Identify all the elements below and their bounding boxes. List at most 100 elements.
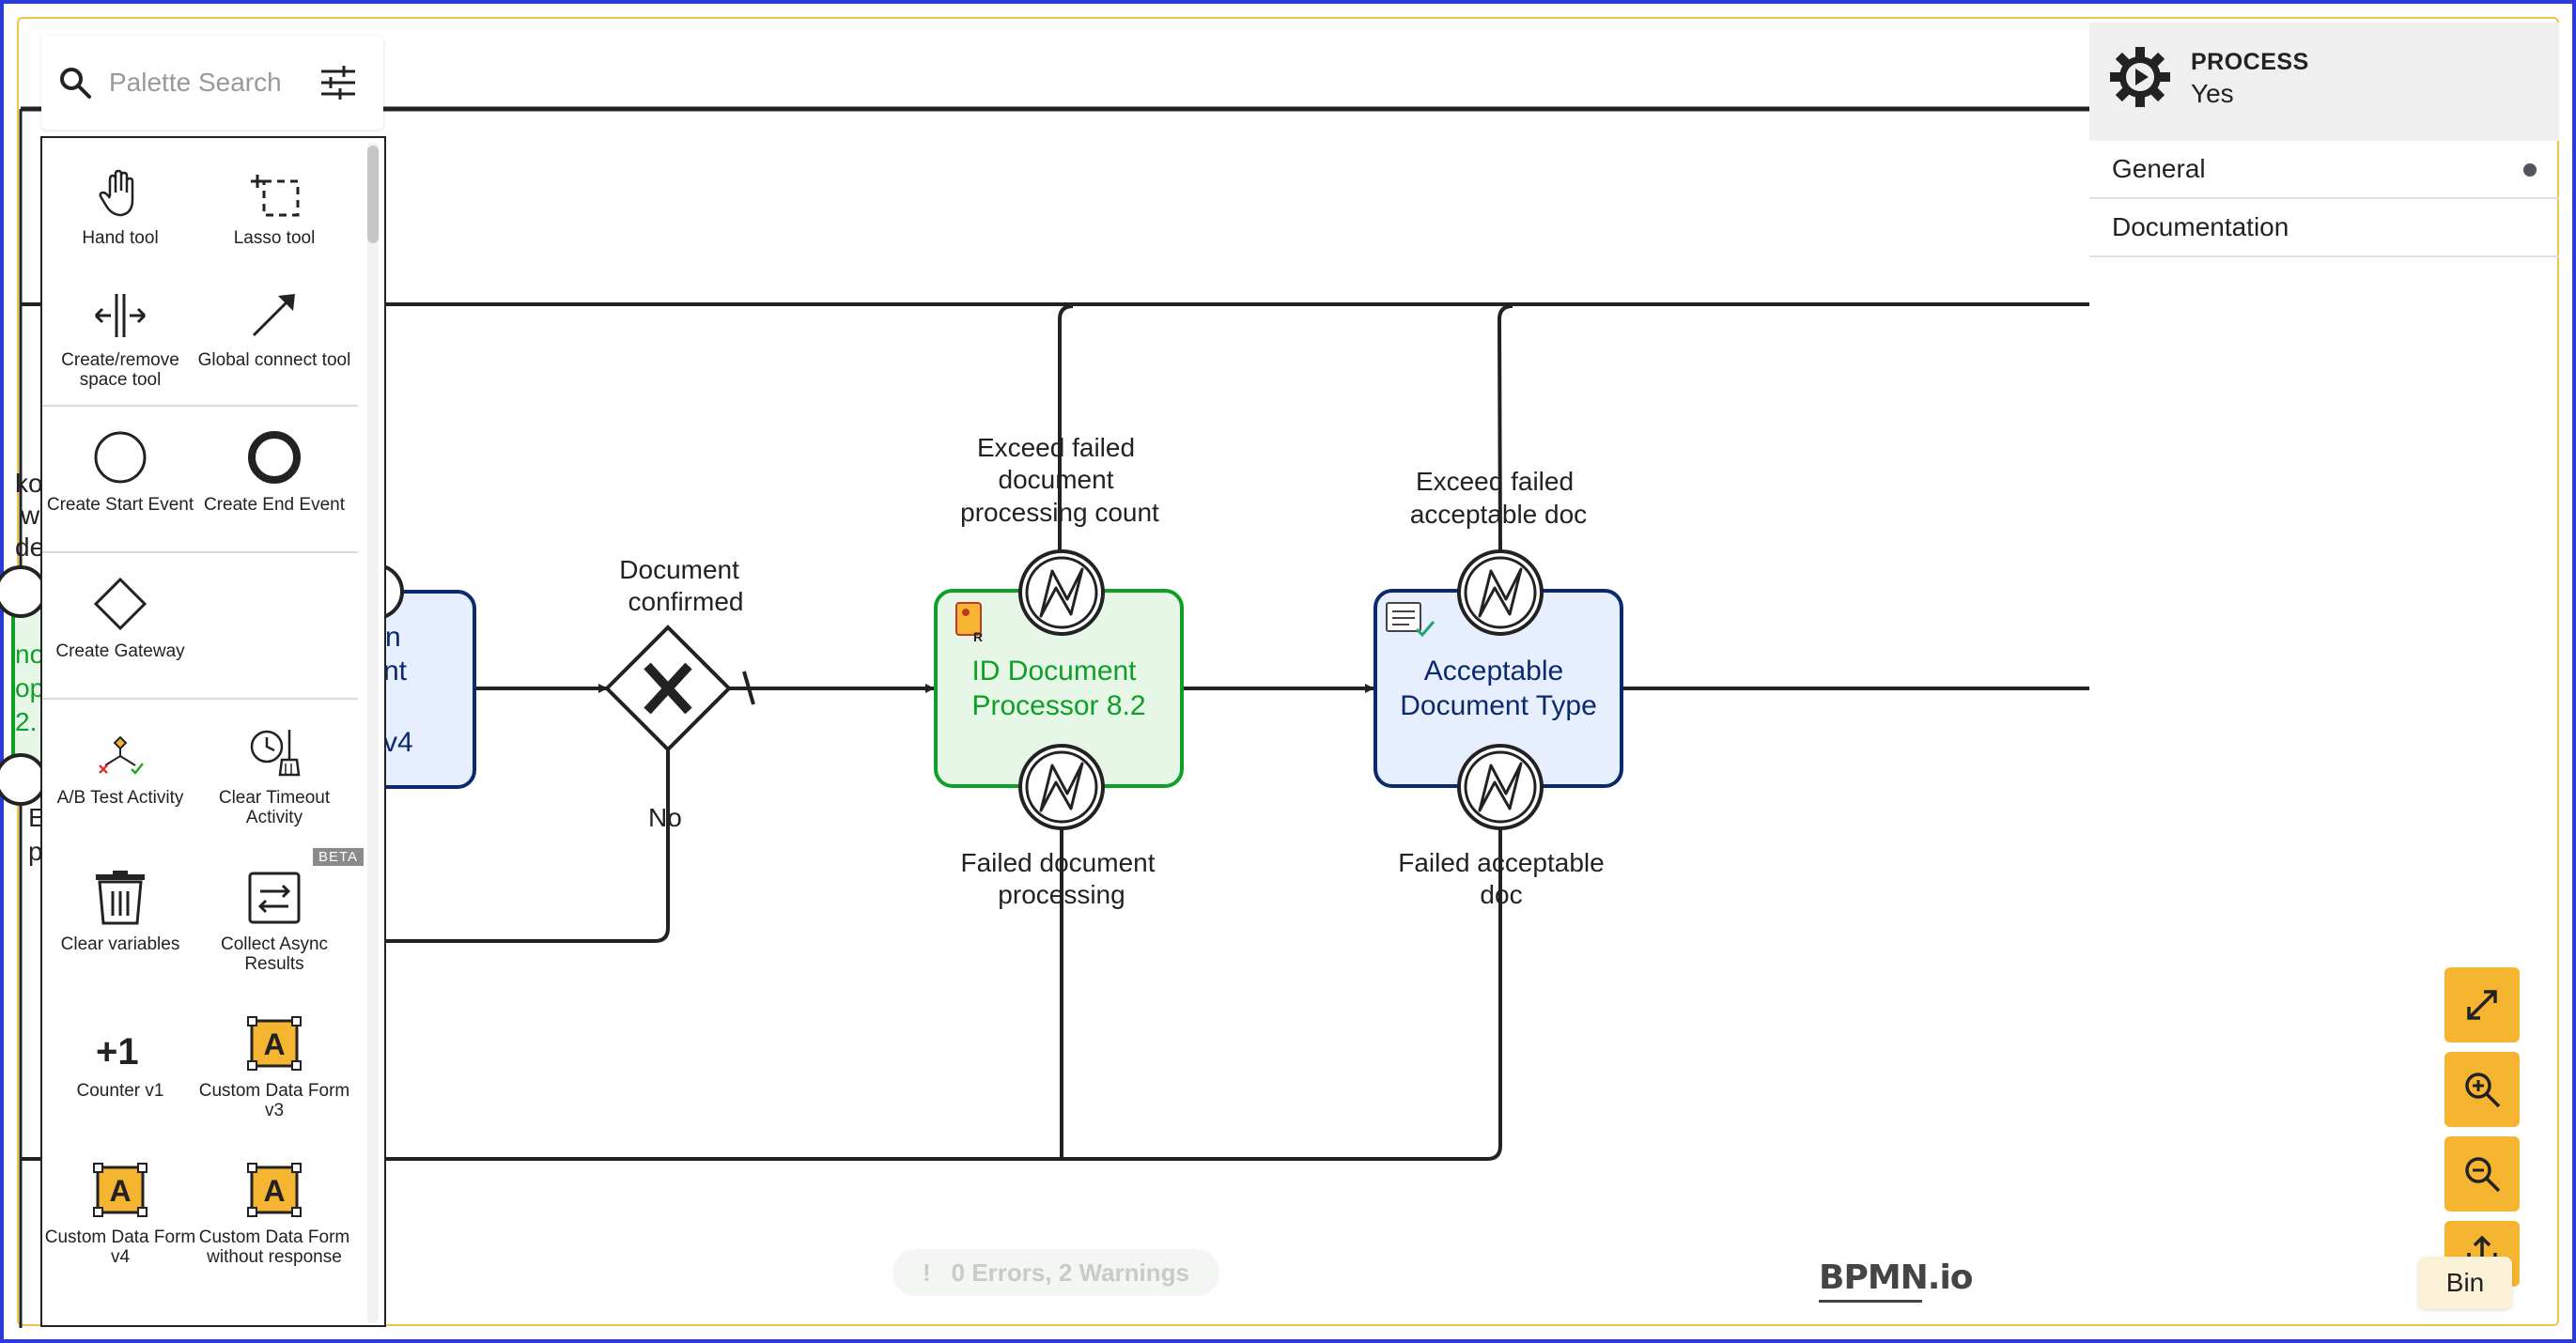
palette-scrollbar[interactable] bbox=[367, 142, 379, 1323]
error-icon bbox=[1039, 762, 1084, 812]
label-t1-top-2: document bbox=[999, 465, 1114, 494]
boundary-error-event-t2-bottom[interactable] bbox=[1457, 744, 1544, 830]
left-cut-green-3: 2. bbox=[15, 707, 37, 736]
palette-item-label: Create Gateway bbox=[55, 641, 185, 661]
end-event-icon bbox=[248, 431, 301, 484]
zoom-in-icon bbox=[2465, 1073, 2501, 1108]
flow-exceed-doc-count[interactable] bbox=[1058, 304, 1074, 554]
svg-text:A: A bbox=[263, 1174, 285, 1208]
palette-item-label: Custom Data Form without response bbox=[198, 1227, 350, 1267]
trash-icon bbox=[96, 871, 145, 925]
left-cut-event-top bbox=[0, 565, 47, 618]
linting-status[interactable]: ! 0 Errors, 2 Warnings bbox=[892, 1249, 1219, 1296]
search-icon[interactable] bbox=[58, 66, 92, 100]
fit-viewport-button[interactable] bbox=[2444, 967, 2520, 1042]
flow-failed-acceptable[interactable] bbox=[21, 825, 1502, 1161]
default-flow-marker bbox=[742, 671, 755, 705]
palette-item-lasso-tool[interactable]: Lasso tool bbox=[197, 159, 351, 248]
group-documentation[interactable]: Documentation bbox=[2089, 199, 2559, 257]
svg-text:A: A bbox=[263, 1027, 285, 1061]
flow-no[interactable] bbox=[376, 748, 670, 943]
palette-item-label: Counter v1 bbox=[76, 1081, 164, 1101]
boundary-error-event-t1-top[interactable] bbox=[1018, 549, 1105, 636]
palette-item-label: Custom Data Form v4 bbox=[44, 1227, 196, 1267]
flow-exceed-acceptable[interactable] bbox=[1497, 304, 1513, 555]
filter-sliders-icon[interactable] bbox=[319, 64, 357, 101]
process-gear-icon bbox=[2110, 47, 2170, 107]
gateway-label: Document confirmed bbox=[619, 555, 746, 616]
element-type: PROCESS bbox=[2191, 49, 2309, 75]
collect-async-icon bbox=[248, 872, 301, 924]
bpmn-io-logo[interactable]: BPMN.io bbox=[1819, 1258, 1974, 1297]
palette-item-global-connect[interactable]: Global connect tool bbox=[197, 281, 351, 370]
warning-icon: ! bbox=[922, 1258, 931, 1287]
custom-form-icon: A bbox=[93, 1163, 147, 1217]
palette-item-collect-async[interactable]: Collect Async Results bbox=[197, 865, 351, 974]
label-t1-top-3: processing count bbox=[960, 498, 1159, 527]
group-documentation-label: Documentation bbox=[2112, 212, 2289, 241]
palette-item-label: Lasso tool bbox=[233, 228, 316, 248]
palette-item-counter[interactable]: +1 Counter v1 bbox=[43, 1011, 197, 1101]
palette-item-end-event[interactable]: Create End Event bbox=[197, 425, 351, 515]
left-cut-green-1: no bbox=[15, 640, 44, 669]
label-t2-top-1: Exceed failed bbox=[1416, 467, 1574, 496]
svg-text:R: R bbox=[973, 629, 983, 644]
palette-item-label: A/B Test Activity bbox=[56, 788, 184, 808]
left-cut-dark-3: de bbox=[15, 533, 44, 562]
palette-item-label: Collect Async Results bbox=[220, 934, 329, 974]
label-t2-bottom-1: Failed acceptable bbox=[1398, 848, 1604, 877]
palette-search-input[interactable] bbox=[107, 67, 308, 99]
palette-item-clear-timeout[interactable]: Clear Timeout Activity bbox=[197, 718, 351, 827]
lasso-icon bbox=[251, 175, 300, 217]
palette-item-label: Create/remove space tool bbox=[61, 350, 179, 390]
group-general[interactable]: General bbox=[2089, 141, 2559, 199]
palette-item-custom-form-v4[interactable]: A Custom Data Form v4 bbox=[43, 1158, 197, 1267]
error-icon bbox=[1478, 762, 1523, 812]
left-cut-dark-1: ko bbox=[15, 469, 43, 498]
zoom-out-button[interactable] bbox=[2444, 1136, 2520, 1212]
zoom-out-icon bbox=[2465, 1157, 2501, 1193]
palette-item-start-event[interactable]: Create Start Event bbox=[43, 425, 197, 515]
palette-item-space-tool[interactable]: Create/remove space tool bbox=[43, 281, 197, 390]
boundary-error-event-t2-top[interactable] bbox=[1457, 549, 1544, 636]
palette-item-label: Global connect tool bbox=[197, 350, 351, 370]
left-cut-green-2: op bbox=[15, 673, 44, 702]
task2-line2: Document Type bbox=[1400, 690, 1597, 721]
partial-task-line3: v4 bbox=[383, 727, 413, 758]
document-type-icon bbox=[1386, 602, 1435, 638]
zoom-in-button[interactable] bbox=[2444, 1052, 2520, 1127]
error-icon bbox=[1478, 567, 1523, 618]
palette-item-label: Custom Data Form v3 bbox=[198, 1081, 350, 1120]
properties-panel: PROCESS Yes General Documentation bbox=[2089, 23, 2559, 1326]
beta-badge: BETA bbox=[313, 848, 365, 866]
no-label: No bbox=[648, 803, 682, 832]
palette-item-gateway[interactable]: Create Gateway bbox=[43, 572, 197, 661]
partial-task-line1: n bbox=[385, 622, 401, 653]
label-t2-bottom-2: doc bbox=[1480, 880, 1522, 909]
bin-tooltip: Bin bbox=[2418, 1257, 2512, 1309]
palette-item-custom-form-v3[interactable]: A Custom Data Form v3 bbox=[197, 1011, 351, 1120]
palette-item-label: Clear variables bbox=[60, 934, 180, 954]
palette-separator bbox=[42, 551, 358, 553]
palette-item-ab-test[interactable]: A/B Test Activity bbox=[43, 718, 197, 808]
palette-item-custom-form-no-response[interactable]: A Custom Data Form without response bbox=[197, 1158, 351, 1267]
palette-item-label: Hand tool bbox=[82, 228, 159, 248]
fit-viewport-icon bbox=[2467, 990, 2497, 1020]
palette-item-hand-tool[interactable]: Hand tool bbox=[43, 159, 197, 248]
palette-item-label: Clear Timeout Activity bbox=[218, 788, 331, 827]
palette-scroll-thumb[interactable] bbox=[367, 146, 379, 243]
palette-separator bbox=[42, 698, 358, 700]
connect-arrow-icon bbox=[252, 294, 295, 337]
palette-item-label: Create End Event bbox=[204, 495, 345, 515]
left-cut-event-bottom bbox=[0, 753, 47, 806]
left-cut-bottom-2: p bbox=[28, 837, 43, 866]
left-cut-dark-2: w bbox=[20, 501, 40, 530]
space-tool-icon bbox=[94, 294, 147, 337]
palette-search-bar bbox=[41, 36, 383, 130]
palette-item-label: Create Start Event bbox=[46, 495, 194, 515]
boundary-error-event-t1-bottom[interactable] bbox=[1018, 744, 1105, 830]
palette-item-clear-variables[interactable]: Clear variables bbox=[43, 865, 197, 954]
ab-test-icon bbox=[99, 735, 144, 775]
